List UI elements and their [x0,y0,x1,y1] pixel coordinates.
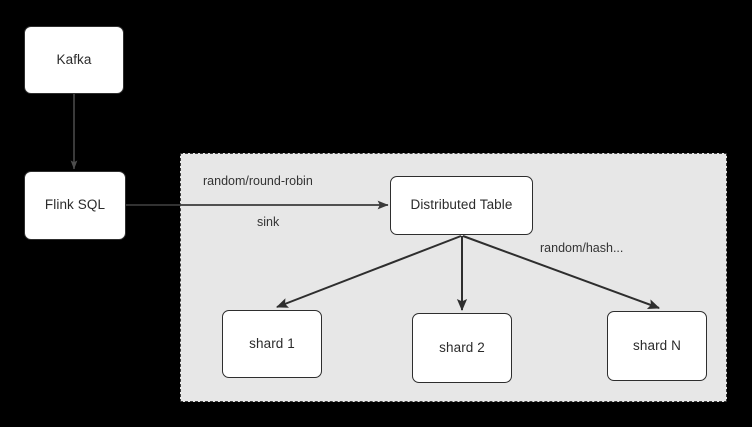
node-distributed-table[interactable]: Distributed Table [390,176,533,235]
node-shard-2-label: shard 2 [439,339,485,355]
node-shard-1[interactable]: shard 1 [222,310,322,378]
edge-distributed-to-shard-1 [276,235,462,308]
node-shard-1-label: shard 1 [249,335,295,351]
node-flink-sql[interactable]: Flink SQL [24,171,126,240]
node-distributed-table-label: Distributed Table [410,197,513,213]
node-kafka[interactable]: Kafka [24,26,124,94]
node-shard-n-label: shard N [633,337,681,353]
node-flink-sql-label: Flink SQL [44,197,106,213]
edge-label-random-hash: random/hash... [540,241,624,255]
edge-label-sink: sink [257,215,280,229]
edge-label-random-round-robin: random/round-robin [203,174,313,188]
edge-distributed-to-shard-n [462,235,660,309]
node-kafka-label: Kafka [56,51,92,67]
node-shard-n[interactable]: shard N [607,311,707,381]
node-shard-2[interactable]: shard 2 [412,313,512,383]
